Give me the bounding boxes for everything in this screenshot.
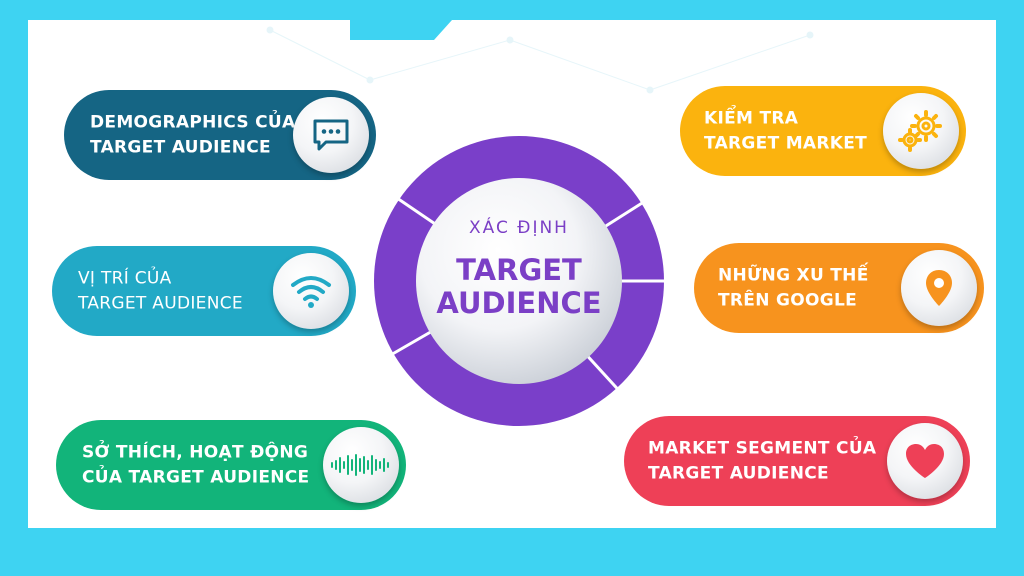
wifi-icon [273,253,349,329]
gears-icon [883,93,959,169]
center-heading: TARGET AUDIENCE [436,253,602,321]
location-pin-icon [901,250,977,326]
market-segment-card: MARKET SEGMENT CỦA TARGET AUDIENCE [624,416,970,506]
center-ring [374,136,664,426]
soundwave-icon [323,427,399,503]
center-title: XÁC ĐỊNH TARGET AUDIENCE [374,0,664,576]
demographics-label: DEMOGRAPHICS CỦA TARGET AUDIENCE [90,112,296,157]
check-market-card: KIỂM TRA TARGET MARKET [680,86,966,176]
network-decoration [266,26,814,94]
center-subtitle: XÁC ĐỊNH [469,218,569,238]
location-label: VỊ TRÍ CỦA TARGET AUDIENCE [78,268,243,313]
market-segment-label: MARKET SEGMENT CỦA TARGET AUDIENCE [648,438,877,483]
demographics-card: DEMOGRAPHICS CỦA TARGET AUDIENCE [64,90,376,180]
chat-icon [293,97,369,173]
interests-label: SỞ THÍCH, HOẠT ĐỘNG CỦA TARGET AUDIENCE [82,442,310,487]
heart-icon [887,423,963,499]
google-trends-label: NHỮNG XU THẾ TRÊN GOOGLE [718,265,869,310]
google-trends-card: NHỮNG XU THẾ TRÊN GOOGLE [694,243,984,333]
interests-card: SỞ THÍCH, HOẠT ĐỘNG CỦA TARGET AUDIENCE [56,420,406,510]
location-card: VỊ TRÍ CỦA TARGET AUDIENCE [52,246,356,336]
check-market-label: KIỂM TRA TARGET MARKET [704,108,868,153]
